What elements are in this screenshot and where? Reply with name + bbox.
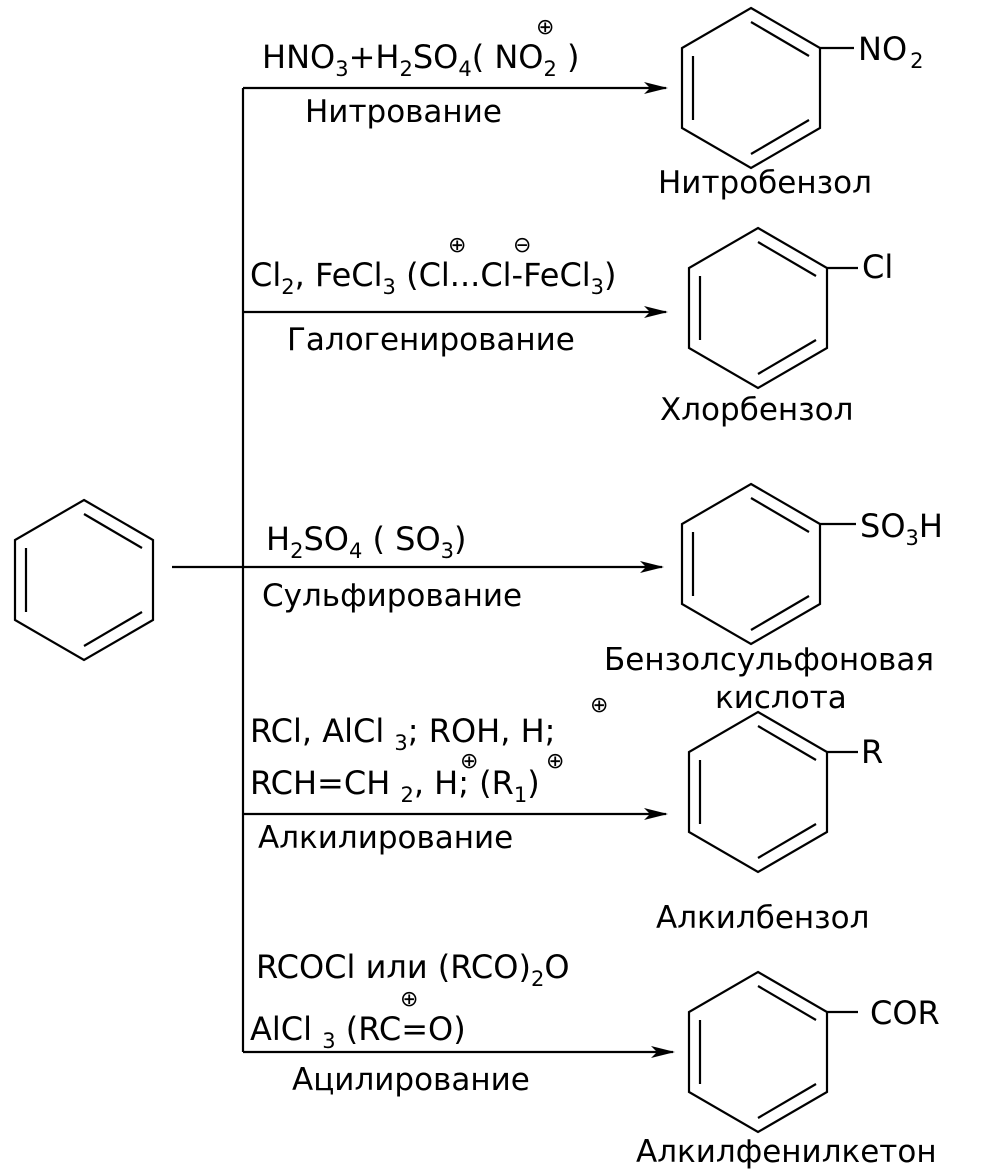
reaction-sulfonation: H2SO4 ( SO3) Сульфирование SO3H Бензолсу… <box>262 482 943 716</box>
substituent-cor: COR <box>870 994 940 1032</box>
process-halogenation: Галогенирование <box>287 322 575 358</box>
charge-plus: ⊕ <box>536 15 554 40</box>
reagent-sulfonation: H2SO4 ( SO3) <box>266 520 467 563</box>
reaction-acylation: RCOCl или (RCO)2O AlCl 3 (RC=O) ⊕ Ацилир… <box>250 948 940 1170</box>
product-nitration: Нитробензол <box>658 165 872 201</box>
substituent-cl: Cl <box>862 248 893 286</box>
reagent-alkylation-line1: RCl, AlCl 3; ROH, H; <box>250 712 555 755</box>
charge-plus: ⊕ <box>546 749 564 774</box>
reagent-acylation-line1: RCOCl или (RCO)2O <box>256 948 570 991</box>
charge-plus: ⊕ <box>460 749 478 774</box>
product-sulfonation-line2: кислота <box>715 680 847 716</box>
product-acylation: Алкилфенилкетон <box>636 1134 937 1170</box>
charge-plus: ⊕ <box>448 233 466 258</box>
process-sulfonation: Сульфирование <box>262 578 522 614</box>
benzenesulfonic-acid-ring-icon <box>680 482 856 646</box>
process-nitration: Нитрование <box>305 94 502 130</box>
substituent-r: R <box>861 733 883 771</box>
charge-plus: ⊕ <box>400 987 418 1012</box>
substituent-so3h: SO3H <box>860 507 943 550</box>
nitrobenzene-ring-icon <box>680 6 854 170</box>
reagent-acylation-line2: AlCl 3 (RC=O) <box>250 1010 466 1053</box>
benzene-ring-icon <box>13 498 155 662</box>
reaction-halogenation: Cl2, FeCl3 (Cl...Cl-FeCl3) ⊕ ⊖ Галогенир… <box>250 226 893 428</box>
product-halogenation: Хлорбензол <box>660 392 853 428</box>
product-alkylation: Алкилбензол <box>656 900 869 936</box>
reagent-alkylation-line2: RCH=CH 2, H; (R1) <box>250 764 540 807</box>
chlorobenzene-ring-icon <box>687 226 858 390</box>
alkylphenylketone-ring-icon <box>687 970 858 1134</box>
charge-plus: ⊕ <box>590 693 608 718</box>
charge-minus: ⊖ <box>513 233 531 258</box>
process-alkylation: Алкилирование <box>258 820 513 856</box>
reaction-alkylation: RCl, AlCl 3; ROH, H; ⊕ RCH=CH 2, H; (R1)… <box>250 693 883 936</box>
alkylbenzene-ring-icon <box>687 710 858 874</box>
process-acylation: Ацилирование <box>292 1062 530 1098</box>
reagent-nitration: HNO3+H2SO4( NO2 ) <box>262 38 580 81</box>
branch-lines <box>172 82 675 1058</box>
reagent-halogenation: Cl2, FeCl3 (Cl...Cl-FeCl3) <box>250 256 617 299</box>
product-sulfonation-line1: Бензолсульфоновая <box>604 642 934 678</box>
